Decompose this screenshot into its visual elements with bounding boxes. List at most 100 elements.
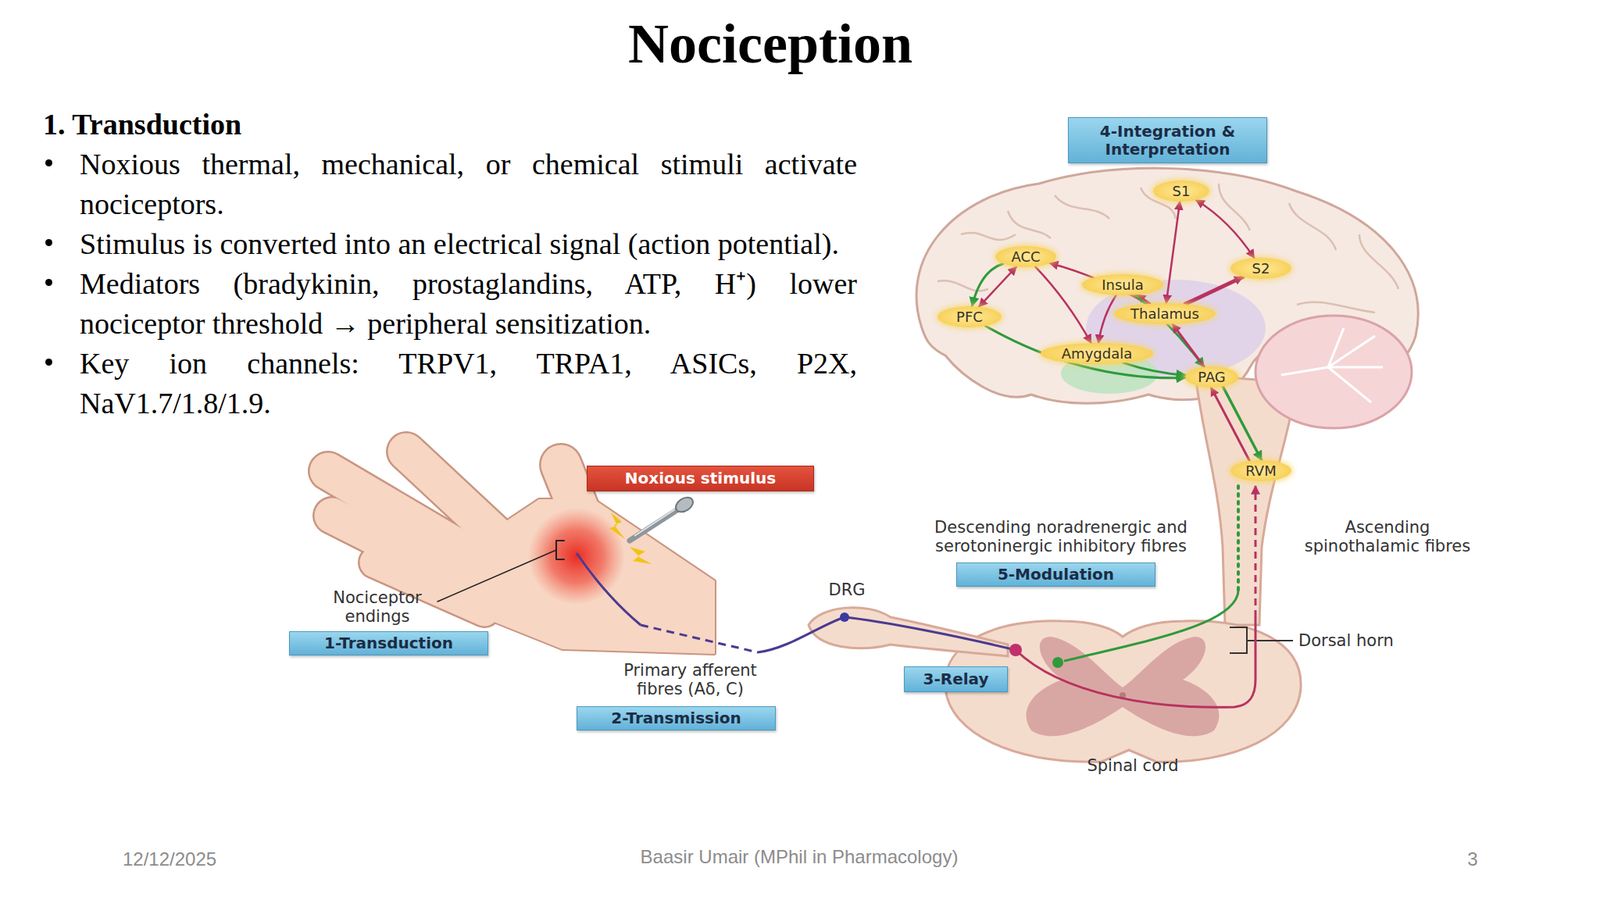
arbor-vitae: [1328, 367, 1372, 403]
arbor-vitae: [1328, 328, 1344, 368]
spinothalamic-tract: [1015, 617, 1256, 708]
part-label: Nociceptor endings: [318, 588, 436, 626]
descending-fibre: [1064, 589, 1239, 661]
ascending-connector: [1136, 294, 1150, 304]
part-label: DRG: [815, 580, 879, 600]
gyri-lines: [1218, 183, 1250, 231]
arbor-vitae: [1281, 335, 1375, 375]
arbor-vitae: [1328, 366, 1383, 369]
primary-afferent-fibre: [576, 553, 641, 625]
dorsal-horn-bracket: [1229, 627, 1293, 654]
brain-region: Amygdala: [1040, 342, 1154, 365]
descending-connector: [1222, 386, 1262, 461]
brain-region: PFC: [937, 306, 1002, 328]
stage-band: 3-Relay: [903, 666, 1008, 693]
bullet-item: Mediators (bradykinin, prostaglandins, A…: [42, 264, 858, 344]
bullet-dot: [45, 239, 53, 247]
bullet-item: Noxious thermal, mechanical, or chemical…: [42, 144, 858, 225]
brain: [916, 167, 1418, 625]
primary-afferent-fibre: [757, 617, 1016, 653]
node-text: S1: [1172, 183, 1191, 200]
ascending-connector: [1098, 295, 1117, 343]
brain-region: ACC: [995, 246, 1057, 268]
text-block: 1. TransductionNoxious thermal, mechanic…: [42, 104, 858, 424]
spinothalamic-tract: [1254, 485, 1258, 618]
node-text: ACC: [1010, 249, 1040, 265]
bullet-dot: [45, 159, 53, 167]
node-text: 5-Modulation: [997, 565, 1115, 584]
ascending-connector: [1196, 200, 1255, 258]
part-label: Dorsal horn: [1298, 631, 1455, 650]
node-text: 4-Integration & Interpretation: [1068, 122, 1267, 159]
part-label: Spinal cord: [1054, 756, 1211, 775]
node-text: PAG: [1197, 369, 1226, 386]
slide-title: Nociception: [575, 10, 966, 77]
stimulus-band: Noxious stimulus: [586, 465, 815, 492]
nail-head: [673, 494, 697, 515]
gyri-lines: [1054, 195, 1110, 219]
synapse-dot: [1052, 657, 1064, 668]
brain-region: S1: [1153, 180, 1210, 202]
ascending-connector: [1185, 276, 1243, 304]
node-text: 3-Relay: [923, 670, 990, 689]
footer-author: Baasir Umair (MPhil in Pharmacology): [486, 846, 1112, 868]
bullet-item: Key ion channels: TRPV1, TRPA1, ASICs, P…: [42, 343, 858, 424]
nociceptor-bracket: [556, 540, 565, 560]
bullet-item: Stimulus is converted into an electrical…: [42, 224, 858, 265]
pain-bolt: [629, 546, 652, 565]
drg-cell-body: [839, 612, 850, 622]
brain-region: RVM: [1230, 460, 1292, 482]
node-text: S2: [1252, 260, 1271, 277]
brain-outline: [916, 167, 1418, 404]
fibre-label: Ascending spinothalamic fibres: [1293, 517, 1482, 556]
ascending-connector: [1172, 324, 1205, 368]
bullet-text: Mediators (bradykinin, prostaglandins, A…: [79, 267, 858, 340]
node-text: 2-Transmission: [610, 709, 742, 728]
dorsal-root-ganglion: [808, 607, 1008, 657]
gyri-lines: [1289, 203, 1336, 250]
descending-connector: [971, 264, 1004, 308]
slide-number: 3: [1445, 848, 1500, 871]
ascending-connector: [1166, 201, 1180, 304]
noxious-object: [609, 494, 696, 565]
bullet-dot: [45, 358, 53, 366]
primary-afferent-fibre: [640, 625, 758, 653]
gyri-lines: [960, 232, 1016, 240]
pathways: [576, 485, 1256, 708]
bullet-dot: [45, 278, 53, 286]
grey-matter: [1026, 636, 1220, 736]
part-label: Primary afferent fibres (Aδ, C): [606, 660, 775, 699]
synapse-dot: [1009, 643, 1022, 657]
ascending-connector: [1210, 387, 1250, 461]
gyri-lines: [1359, 234, 1399, 290]
bullet-text: Noxious thermal, mechanical, or chemical…: [79, 147, 858, 221]
gyri-lines: [937, 280, 989, 291]
arbor-vitae: [1281, 328, 1383, 403]
footer-date: 12/12/2025: [122, 848, 279, 871]
cerebellum: [1255, 315, 1412, 429]
pain-bolt: [609, 512, 625, 540]
descending-connector: [985, 325, 1186, 379]
ascending-connector: [1035, 266, 1091, 343]
stage-band: 4-Integration & Interpretation: [1067, 117, 1268, 164]
gyri-lines: [1296, 302, 1375, 313]
descending-fibre: [1236, 485, 1240, 590]
descending-connector: [1123, 362, 1186, 375]
node-text: Thalamus: [1130, 306, 1200, 322]
stage-band: 2-Transmission: [576, 706, 776, 731]
brain-region: PAG: [1185, 366, 1239, 388]
stage-band: 1-Transduction: [289, 631, 489, 656]
node-text: RVM: [1245, 463, 1276, 479]
section-heading: 1. Transduction: [42, 104, 858, 145]
nail: [629, 509, 679, 541]
node-text: 1-Transduction: [324, 634, 454, 653]
bullet-text: Stimulus is converted into an electrical…: [79, 227, 840, 261]
brain-region: Thalamus: [1114, 303, 1216, 325]
brain-region: Insula: [1082, 274, 1164, 296]
ascending-connector: [978, 266, 1017, 307]
fibre-label: Descending noradrenergic and serotoniner…: [904, 517, 1218, 556]
brain-region: S2: [1230, 257, 1292, 279]
node-text: PFC: [956, 309, 983, 325]
node-text: Amygdala: [1061, 346, 1133, 362]
